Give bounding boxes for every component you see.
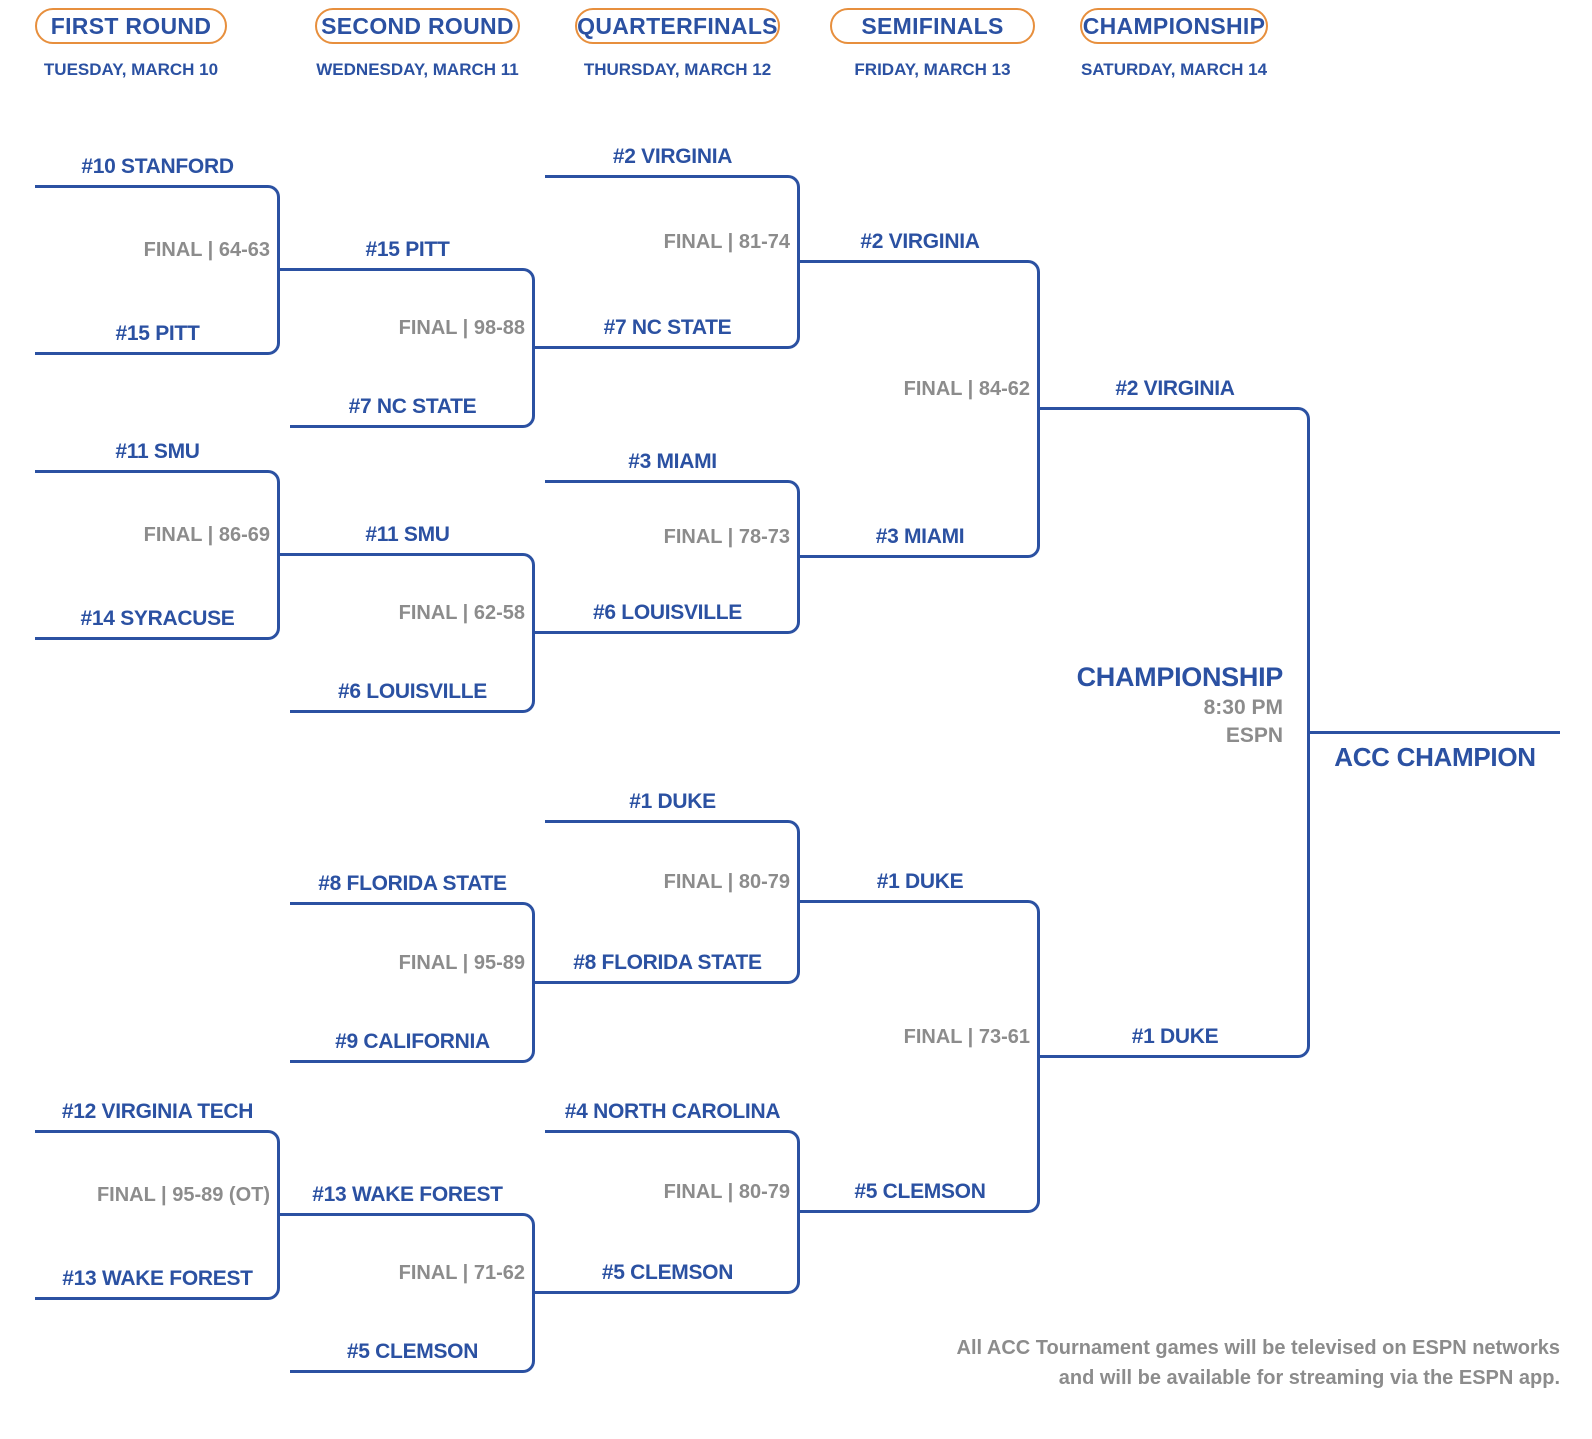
bracket-line [545, 1130, 800, 1213]
round-pill-label: SEMIFINALS [861, 12, 1004, 39]
team-sf-g2-top: #1 DUKE [876, 870, 964, 893]
champion-line [1310, 731, 1560, 734]
team-qf-g3-top: #1 DUKE [629, 790, 716, 813]
round-date-first-round: TUESDAY, MARCH 10 [43, 60, 219, 79]
score-sf-g2: FINAL | 73-61 [903, 1026, 1030, 1048]
championship-time: 8:30 PM [1203, 696, 1283, 719]
team-qf-g1-bottom: #7 NC STATE [603, 316, 732, 339]
bracket-line [35, 1213, 280, 1300]
championship-network: ESPN [1225, 724, 1283, 747]
team-r1-g3-bottom: #13 WAKE FOREST [62, 1267, 253, 1290]
bracket-line [35, 553, 280, 640]
bracket-line [800, 407, 1040, 558]
team-r2-g2-top: #11 SMU [365, 523, 450, 546]
team-sf-g1-bottom: #3 MIAMI [875, 525, 965, 548]
bracket-line [35, 470, 280, 556]
team-qf-g4-bottom: #5 CLEMSON [601, 1261, 734, 1284]
team-r1-g1-bottom: #15 PITT [115, 322, 200, 345]
round-pill-first-round: FIRST ROUND [35, 8, 227, 44]
score-qf-g1: FINAL | 81-74 [663, 231, 790, 253]
bracket-line [545, 480, 800, 558]
bracket-line [1040, 731, 1310, 1058]
bracket-line [800, 1055, 1040, 1213]
round-date-semifinals: FRIDAY, MARCH 13 [854, 60, 1011, 79]
score-r1-g2: FINAL | 86-69 [143, 524, 270, 546]
round-date-championship: SATURDAY, MARCH 14 [1080, 60, 1268, 79]
team-r1-g2-bottom: #14 SYRACUSE [80, 607, 235, 630]
score-qf-g3: FINAL | 80-79 [663, 871, 790, 893]
team-r1-g2-top: #11 SMU [115, 440, 200, 463]
bracket-line [535, 900, 800, 984]
footer-note: All ACC Tournament games will be televis… [860, 1333, 1560, 1393]
team-champ-top: #2 VIRGINIA [1115, 377, 1235, 400]
bracket-line [280, 553, 535, 634]
round-pill-semifinals: SEMIFINALS [830, 8, 1035, 44]
bracket-line [535, 555, 800, 634]
score-sf-g1: FINAL | 84-62 [903, 378, 1030, 400]
round-pill-championship: CHAMPIONSHIP [1080, 8, 1268, 44]
round-pill-label: QUARTERFINALS [577, 12, 778, 39]
team-qf-g3-bottom: #8 FLORIDA STATE [573, 951, 762, 974]
round-pill-label: FIRST ROUND [50, 12, 212, 39]
team-qf-g1-top: #2 VIRGINIA [612, 145, 733, 168]
team-r2-g4-top: #13 WAKE FOREST [312, 1183, 503, 1206]
score-qf-g4: FINAL | 80-79 [663, 1181, 790, 1203]
bracket-line [535, 1210, 800, 1294]
bracket-line [290, 1291, 535, 1373]
round-date-quarterfinals: THURSDAY, MARCH 12 [583, 60, 772, 79]
team-qf-g2-top: #3 MIAMI [628, 450, 717, 473]
score-r1-g3: FINAL | 95-89 (OT) [96, 1184, 270, 1206]
team-sf-g2-bottom: #5 CLEMSON [854, 1180, 986, 1203]
round-date-second-round: WEDNESDAY, MARCH 11 [316, 60, 519, 79]
footer-line-1: All ACC Tournament games will be televis… [956, 1337, 1560, 1359]
bracket-line [290, 631, 535, 713]
bracket-line [535, 260, 800, 349]
bracket-line [35, 1130, 280, 1216]
score-qf-g2: FINAL | 78-73 [663, 526, 790, 548]
bracket-line [545, 175, 800, 263]
team-r2-g4-bottom: #5 CLEMSON [346, 1340, 479, 1363]
round-pill-second-round: SECOND ROUND [315, 8, 520, 44]
team-r1-g3-top: #12 VIRGINIA TECH [61, 1100, 254, 1123]
bracket-line [800, 260, 1040, 410]
team-champ-bottom: #1 DUKE [1131, 1025, 1219, 1048]
bracket-line [800, 900, 1040, 1058]
team-sf-g1-top: #2 VIRGINIA [860, 230, 980, 253]
round-pill-quarterfinals: QUARTERFINALS [575, 8, 780, 44]
footer-line-2: and will be available for streaming via … [1058, 1367, 1560, 1389]
team-qf-g2-bottom: #6 LOUISVILLE [593, 601, 742, 624]
score-r2-g2: FINAL | 62-58 [398, 602, 525, 624]
bracket-line [290, 346, 535, 428]
bracket-line [35, 268, 280, 355]
bracket-line [35, 185, 280, 271]
score-r2-g4: FINAL | 71-62 [398, 1262, 525, 1284]
championship-title: CHAMPIONSHIP [1076, 662, 1284, 692]
team-r2-g3-top: #8 FLORIDA STATE [318, 872, 507, 895]
bracket-line [1040, 407, 1310, 734]
score-r1-g1: FINAL | 64-63 [143, 239, 270, 261]
team-r2-g1-bottom: #7 NC STATE [348, 395, 477, 418]
score-r2-g3: FINAL | 95-89 [398, 952, 525, 974]
team-r1-g1-top: #10 STANFORD [81, 155, 234, 178]
round-pill-label: CHAMPIONSHIP [1082, 12, 1266, 39]
bracket-line [290, 981, 535, 1063]
team-r2-g3-bottom: #9 CALIFORNIA [335, 1030, 490, 1053]
team-r2-g1-top: #15 PITT [365, 238, 450, 261]
championship-info: CHAMPIONSHIP 8:30 PM ESPN [983, 660, 1284, 750]
bracket-line [545, 820, 800, 903]
bracket-line [280, 268, 535, 349]
bracket-line [290, 902, 535, 984]
team-r2-g2-bottom: #6 LOUISVILLE [338, 680, 487, 703]
score-r2-g1: FINAL | 98-88 [398, 317, 525, 339]
team-qf-g4-top: #4 NORTH CAROLINA [564, 1100, 781, 1123]
champion-label: ACC CHAMPION [1334, 742, 1536, 772]
bracket-line [280, 1213, 535, 1294]
round-pill-label: SECOND ROUND [321, 12, 514, 39]
